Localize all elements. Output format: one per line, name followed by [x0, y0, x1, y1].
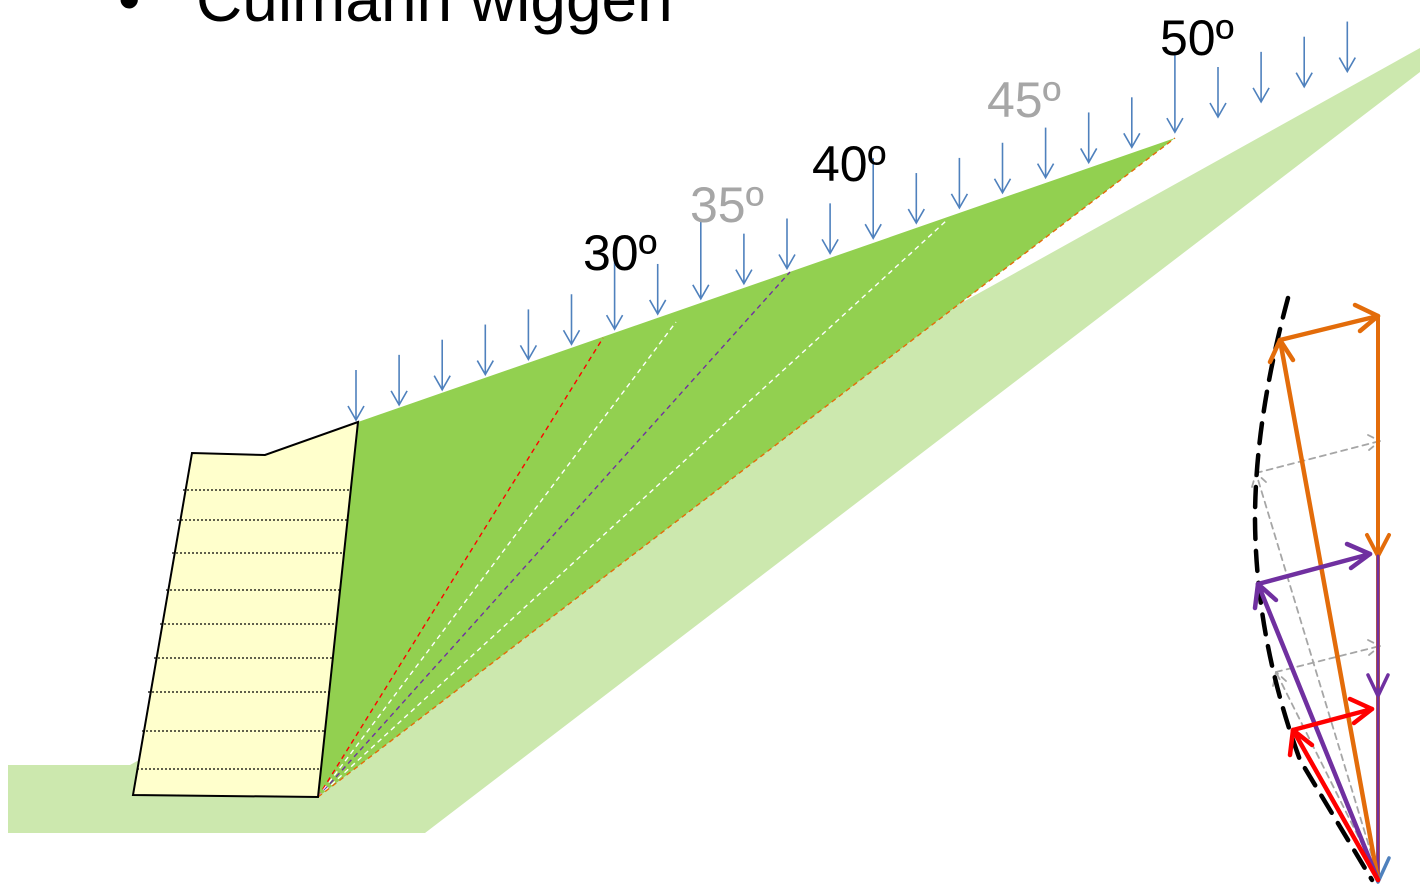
- down-arrow-icon: [1295, 72, 1313, 89]
- angle-label-40: 40º: [812, 136, 886, 192]
- weight-head-40: [1366, 673, 1390, 698]
- down-arrow-icon: [562, 329, 581, 346]
- down-arrow-icon: [476, 360, 494, 377]
- down-arrow-icon: [390, 390, 408, 407]
- down-arrow-icon: [1252, 87, 1270, 104]
- down-arrow-icon: [433, 375, 451, 392]
- force-polygon: [1251, 295, 1391, 884]
- down-arrow-icon: [1080, 148, 1098, 165]
- down-arrow-icon: [993, 178, 1012, 195]
- down-arrow-icon: [821, 238, 839, 255]
- down-arrow-icon: [907, 208, 925, 225]
- down-arrow-icon: [1166, 117, 1184, 134]
- angle-label-35: 35º: [690, 177, 764, 233]
- angle-labels: 30º 35º 40º 45º 50º: [583, 10, 1234, 281]
- plane-30: [317, 337, 604, 798]
- down-arrow-icon: [1338, 57, 1356, 74]
- slide-title: •Culmann wiggen: [118, 0, 673, 36]
- plane-40: [317, 271, 791, 798]
- down-arrow-icon: [605, 314, 624, 331]
- title-text: Culmann wiggen: [196, 0, 673, 35]
- retaining-wall: [131, 420, 360, 799]
- angle-label-50: 50º: [1160, 10, 1234, 66]
- down-arrow-icon: [1036, 163, 1055, 180]
- surcharge-loads: [347, 21, 1356, 422]
- culmann-envelope: [1252, 295, 1375, 883]
- angle-label-45: 45º: [987, 72, 1061, 128]
- trial-planes: [317, 137, 1176, 798]
- down-arrow-icon: [735, 269, 753, 286]
- down-arrow-icon: [1123, 132, 1141, 149]
- bullet: •: [118, 0, 196, 36]
- down-arrow-icon: [519, 345, 538, 362]
- wall-body: [131, 420, 360, 799]
- wall-layers: [137, 489, 350, 770]
- down-arrow-icon: [864, 223, 882, 240]
- plane-50: [317, 137, 1176, 798]
- down-arrow-icon: [347, 405, 365, 422]
- down-arrow-icon: [649, 299, 667, 316]
- angle-label-30: 30º: [583, 225, 657, 281]
- plane-35: [317, 321, 677, 798]
- down-arrow-icon: [778, 254, 796, 271]
- down-arrow-icon: [1209, 102, 1227, 119]
- plane-45: [317, 220, 947, 798]
- down-arrow-icon: [950, 193, 969, 210]
- down-arrow-icon: [692, 284, 710, 301]
